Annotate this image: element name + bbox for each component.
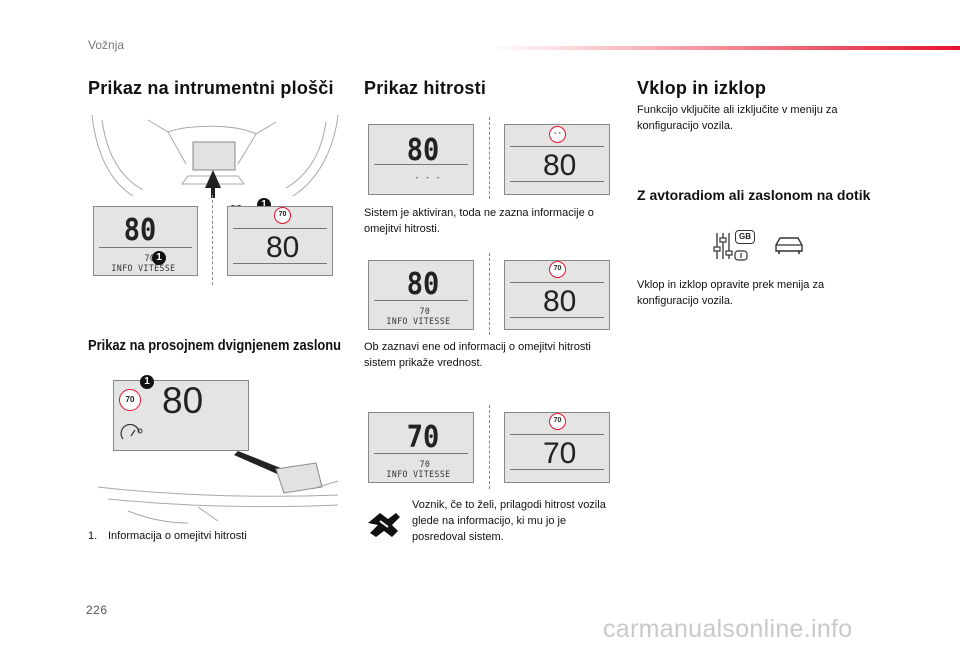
separator-line [489, 405, 490, 489]
speedometer-icon [120, 424, 143, 440]
row2-left-speed: 80 [406, 267, 440, 302]
separator-line [212, 195, 213, 285]
row1-left-small: - - - [414, 173, 442, 183]
text-info-detected: Ob zaznavi ene od informacij o omejitvi … [364, 341, 591, 369]
row1-right-speed: 80 [543, 149, 577, 182]
text-no-info: Sistem je aktiviran, toda ne zazna infor… [364, 207, 594, 235]
settings-sliders-icon [713, 233, 748, 261]
cluster-right-speed: 80 [266, 231, 300, 264]
heading-speed-display: Prikaz hitrosti [364, 78, 487, 98]
heading-on-off: Vklop in izklop [637, 78, 767, 98]
heading-head-up-display: Prikaz na prosojnem dvignjenem zaslonu [88, 337, 342, 354]
speed-limit-sign: 70 [549, 413, 566, 430]
hud-display: 80 [113, 380, 249, 451]
cluster-speed: 80 [123, 213, 157, 248]
row2-left-label: INFO VITESSE [386, 317, 451, 327]
row2-left-small: 70 [419, 307, 431, 317]
separator-line [489, 117, 490, 199]
heading-radio-touchscreen: Z avtoradiom ali zaslonom na dotik [637, 187, 871, 203]
driver-hand-icon [368, 513, 400, 537]
heading-instrument-panel: Prikaz na intrumentni plošči [88, 78, 334, 98]
text-on-off: Funkcijo vključite ali izključite v meni… [637, 104, 838, 132]
row2-right-speed: 80 [543, 285, 577, 318]
row1-left-speed: 80 [406, 133, 440, 168]
display-row2-right: 80 [504, 260, 610, 330]
display-row1-left: 80 - - - [368, 124, 474, 195]
row3-left-speed: 70 [406, 420, 440, 455]
row3-left-label: INFO VITESSE [386, 470, 451, 480]
cluster-small-value: 70 [144, 254, 156, 264]
page-number: 226 [86, 603, 108, 617]
language-badge: GB [735, 230, 755, 244]
watermark: carmanualsonline.info [603, 615, 853, 643]
speed-limit-sign-empty: - - [549, 126, 566, 143]
text-driver-note: Voznik, če to želi, prilagodi hitrost vo… [412, 499, 606, 543]
footnote-number: 1. [88, 530, 98, 542]
separator-line [489, 253, 490, 335]
display-row2-left: 80 70 INFO VITESSE [368, 260, 474, 330]
display-row1-right: 80 [504, 124, 610, 195]
display-row3-left: 70 70 INFO VITESSE [368, 412, 474, 483]
row3-right-speed: 70 [543, 437, 577, 470]
dashboard-illustration [91, 114, 339, 198]
cluster-display-right: 80 [227, 206, 333, 276]
row3-left-small: 70 [419, 460, 431, 470]
speed-limit-sign: 70 [274, 207, 291, 224]
callout-1: 1 [140, 375, 154, 389]
cluster-label: INFO VITESSE [111, 264, 176, 274]
hud-speed: 80 [162, 380, 204, 421]
callout-1: 1 [152, 251, 166, 265]
speed-limit-sign: 70 [549, 261, 566, 278]
cluster-display: 80 70 INFO VITESSE [93, 206, 198, 276]
car-icon [775, 237, 803, 254]
hud-speed-limit-sign: 70 [119, 389, 141, 411]
text-menu: Vklop in izklop opravite prek menija za … [637, 279, 825, 307]
section-title: Vožnja [88, 38, 125, 52]
footnote-text: Informacija o omejitvi hitrosti [108, 530, 247, 542]
header-accent-bar [490, 46, 960, 50]
hud-projector-illustration [97, 451, 339, 524]
